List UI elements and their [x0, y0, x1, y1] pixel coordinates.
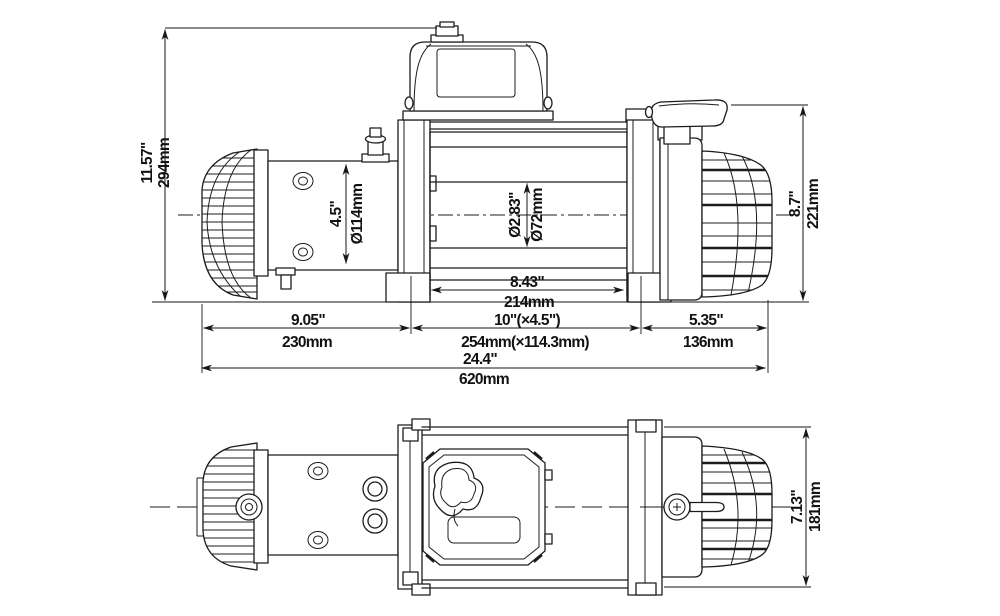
- control-box-recess: [436, 48, 516, 98]
- clutch-lever-plan: [640, 493, 725, 521]
- side-view: 11.57" 294mm 4.5" Ø114mm Ø2.83" Ø72mm 8.…: [139, 21, 822, 388]
- dimensions-side: 11.57" 294mm 4.5" Ø114mm Ø2.83" Ø72mm 8.…: [139, 27, 822, 388]
- control-box-plan: [422, 448, 553, 566]
- left-bracket: [385, 119, 437, 303]
- dim-gear-len-inch: 5.35": [689, 312, 723, 329]
- motor-plate: [253, 149, 269, 277]
- dim-drum-len-mm: 214mm: [504, 294, 554, 311]
- dim-gear-height-inch: 8.7": [787, 191, 804, 217]
- dim-motor-len-mm: 230mm: [282, 334, 332, 351]
- control-box-plate: [402, 110, 554, 121]
- motor-end-cap: [201, 148, 258, 300]
- dim-motor-len-inch: 9.05": [291, 312, 325, 329]
- dim-barrel-dia-mm: Ø72mm: [529, 188, 546, 241]
- motor-body: [267, 127, 399, 290]
- dim-body-width-inch: 7.13": [789, 490, 806, 524]
- motor-body-plan: [267, 454, 399, 556]
- gearbox-side: [657, 125, 773, 301]
- control-box-cap: [430, 21, 464, 43]
- control-box-label: [447, 516, 521, 544]
- dim-body-width-mm: 181mm: [807, 482, 824, 532]
- dim-overall-height-inch: 11.57": [139, 142, 156, 183]
- dim-barrel-dia-inch: Ø2.83": [507, 192, 524, 238]
- plan-view: 7.13" 181mm: [150, 418, 824, 596]
- control-box-side: [402, 21, 554, 121]
- dim-drum-dia-inch: 4.5": [328, 201, 345, 227]
- dim-overall-height-mm: 294mm: [156, 138, 173, 188]
- dim-drum-dia-mm: Ø114mm: [349, 184, 366, 244]
- clutch-lever-side: [644, 99, 728, 145]
- motor-terminal: [361, 127, 390, 163]
- dim-gear-len-mm: 136mm: [683, 334, 733, 351]
- dim-overall-len-inch: 24.4": [463, 351, 497, 368]
- left-foot: [385, 272, 431, 303]
- dim-overall-len-mm: 620mm: [459, 371, 509, 388]
- motor-hub: [235, 493, 263, 521]
- dim-bolt-pattern-mm: 254mm(×114.3mm): [461, 334, 589, 351]
- tie-bar-rails: [421, 426, 629, 589]
- motor-drain-plug: [275, 267, 296, 290]
- dim-bolt-pattern-inch: 10"(×4.5"): [494, 312, 560, 329]
- mount-plate-plan: [397, 418, 431, 596]
- motor-end-cap-plan: [196, 442, 258, 571]
- dim-drum-len-inch: 8.43": [510, 274, 544, 291]
- terminal-bolts-plan: [362, 476, 388, 534]
- dim-gear-height-mm: 221mm: [805, 179, 822, 229]
- dimensions-plan: 7.13" 181mm: [664, 426, 824, 588]
